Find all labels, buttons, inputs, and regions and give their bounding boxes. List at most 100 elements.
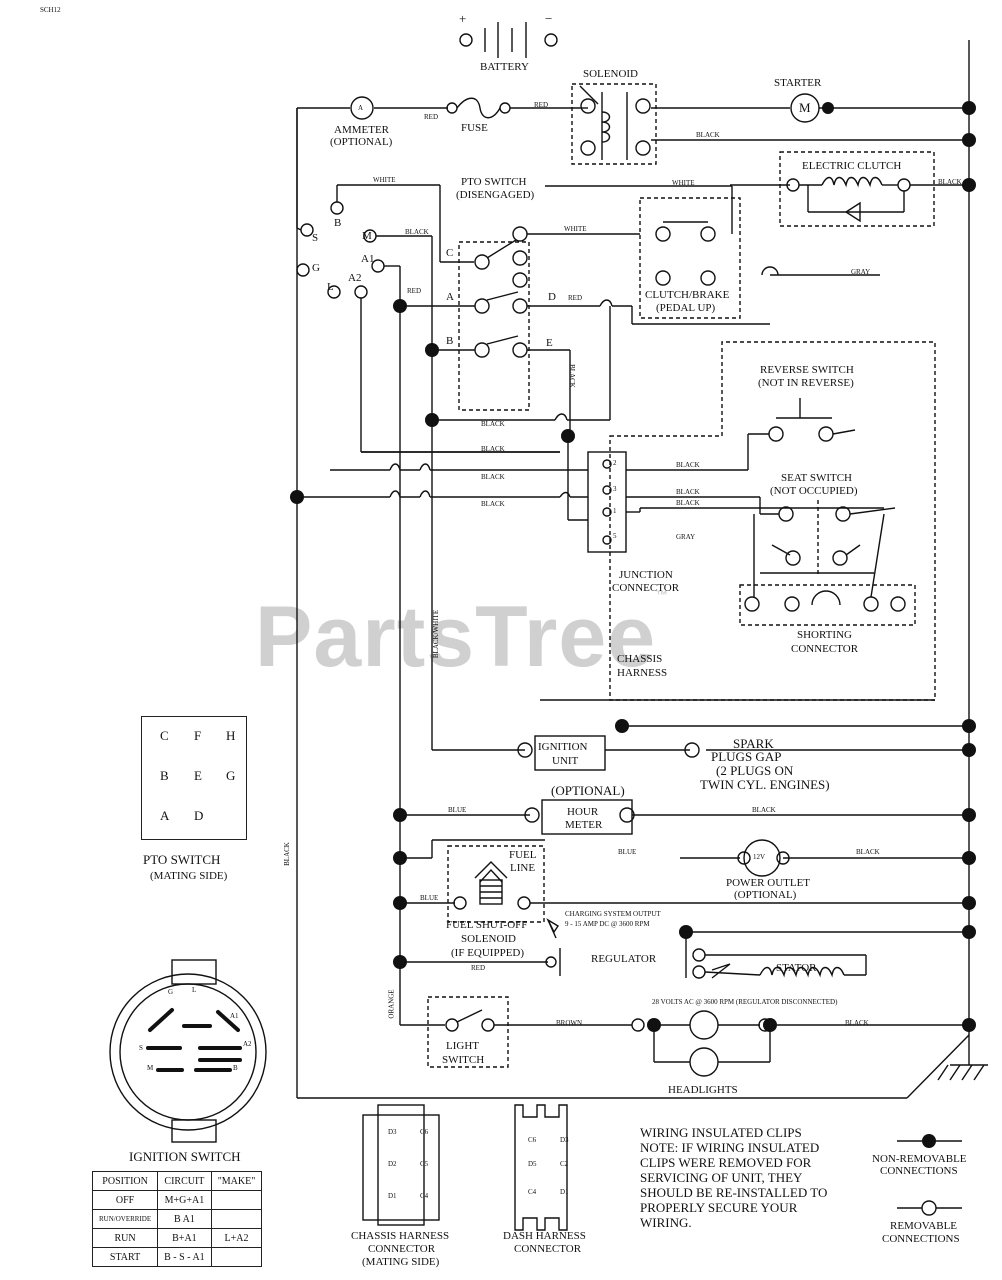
table-cell: M+G+A1	[157, 1190, 212, 1210]
pto-letter-e: E	[546, 337, 553, 349]
battery-label: BATTERY	[480, 61, 529, 73]
dash-pin: D5	[528, 1160, 537, 1168]
table-cell: OFF	[91, 1190, 159, 1210]
clutch-brake-sub: (PEDAL UP)	[656, 302, 716, 314]
reverse-switch-sub: (NOT IN REVERSE)	[758, 377, 854, 389]
pto-mating-connector: C F H B E G A D	[141, 716, 247, 840]
spark-plugs-3: (2 PLUGS ON	[716, 763, 794, 778]
pto-pin-g: G	[226, 768, 236, 783]
charging-2: 9 - 15 AMP DC @ 3600 RPM	[565, 920, 650, 928]
chassis-pin: D3	[388, 1128, 397, 1136]
stator-note: 28 VOLTS AC @ 3600 RPM (REGULATOR DISCON…	[652, 998, 838, 1006]
table-cell	[210, 1247, 263, 1267]
wire-red-1: RED	[424, 113, 438, 121]
dash-pin: D1	[560, 1188, 569, 1196]
wire-blue-3: BLUE	[420, 894, 439, 902]
chassis-pin: D2	[388, 1160, 397, 1168]
spark-plugs-2: PLUGS GAP	[711, 749, 782, 764]
dash-pin: D3	[560, 1136, 569, 1144]
power-outlet-1: POWER OUTLET	[726, 877, 811, 889]
wire-black-8: BLACK	[481, 500, 505, 508]
note-line-5: SHOULD BE RE-INSTALLED TO	[640, 1185, 828, 1200]
battery-minus: −	[545, 11, 553, 26]
wire-black-5: BLACK	[481, 420, 505, 428]
dash-connector-2: CONNECTOR	[514, 1243, 582, 1255]
junction-pin-5: 5	[613, 532, 617, 540]
wire-brown: BROWN	[556, 1019, 583, 1027]
pto-pin-c: C	[160, 728, 169, 743]
wire-black-11: BLACK	[676, 499, 700, 507]
table-header: "MAKE"	[210, 1171, 263, 1191]
pto-letter-c: C	[446, 247, 454, 259]
wire-black-12: BLACK	[752, 806, 776, 814]
table-cell: RUN/OVERRIDE	[91, 1209, 159, 1229]
wire-black-13: BLACK	[856, 848, 880, 856]
table-cell: RUN	[91, 1228, 159, 1248]
wire-black-3: BLACK	[405, 228, 429, 236]
junction-pin-1: 1	[613, 507, 617, 515]
dash-connector-1: DASH HARNESS	[503, 1230, 586, 1242]
regulator-label: REGULATOR	[591, 953, 657, 965]
junction-pin-3: 3	[613, 485, 617, 493]
ign-body-l: L	[192, 986, 197, 994]
ignition-unit-1: IGNITION	[538, 741, 588, 753]
table-row: OFF M+G+A1	[91, 1190, 263, 1210]
junction-pin-2: 2	[613, 459, 617, 467]
ign-term-g: G	[312, 262, 320, 274]
junction-connector-1: JUNCTION	[619, 569, 673, 581]
fuel-line-1: FUEL	[509, 849, 537, 861]
note-line-6: PROPERLY SECURE YOUR	[640, 1200, 798, 1215]
wire-red-4: RED	[568, 294, 582, 302]
solenoid-label: SOLENOID	[583, 68, 638, 80]
pto-letter-b: B	[446, 335, 454, 347]
seat-switch-label: SEAT SWITCH	[781, 472, 852, 484]
spark-plugs-1: SPARK	[733, 736, 774, 751]
table-cell: START	[91, 1247, 159, 1267]
fuel-solenoid-2: SOLENOID	[461, 933, 516, 945]
chassis-pin: C5	[420, 1160, 429, 1168]
light-switch-1: LIGHT	[446, 1040, 479, 1052]
table-header: CIRCUIT	[157, 1171, 212, 1191]
chassis-connector-3: (MATING SIDE)	[362, 1256, 440, 1268]
ign-term-a2: A2	[348, 272, 362, 284]
hour-meter-1: HOUR	[567, 806, 599, 818]
power-outlet-symbol: 12V	[753, 853, 766, 861]
table-cell: B+A1	[157, 1228, 212, 1248]
pto-letter-a: A	[446, 291, 454, 303]
ignition-switch-table: POSITION CIRCUIT "MAKE" OFF M+G+A1 RUN/O…	[91, 1171, 263, 1267]
headlights-label: HEADLIGHTS	[668, 1084, 738, 1096]
legend-nonremovable-2: CONNECTIONS	[880, 1165, 958, 1177]
pto-switch-label: PTO SWITCH	[461, 176, 527, 188]
wire-black-4: BLACK	[567, 364, 576, 388]
shorting-connector-1: SHORTING	[797, 629, 852, 641]
wire-black-15: BLACK	[282, 842, 291, 866]
dash-pin: C6	[528, 1136, 537, 1144]
wire-gray-2: GRAY	[676, 533, 696, 541]
wire-red-2: RED	[534, 101, 548, 109]
legend-removable-2: CONNECTIONS	[882, 1233, 960, 1245]
wire-black-6: BLACK	[481, 445, 505, 453]
pto-pin-e: E	[194, 768, 202, 783]
electric-clutch-label: ELECTRIC CLUTCH	[802, 160, 902, 172]
wire-orange: ORANGE	[387, 989, 396, 1019]
note-line-7: WIRING.	[640, 1215, 692, 1230]
corner-code: SCH12	[40, 6, 61, 14]
chassis-connector-2: CONNECTOR	[368, 1243, 436, 1255]
pto-pin-b: B	[160, 768, 169, 783]
ign-body-s: S	[139, 1044, 143, 1052]
stator-label: STATOR	[776, 962, 817, 974]
note-line-1: WIRING INSULATED CLIPS	[640, 1125, 802, 1140]
hour-meter-opt: (OPTIONAL)	[551, 783, 625, 798]
wire-red-5: RED	[471, 964, 485, 972]
wire-white-2: WHITE	[672, 179, 695, 187]
pto-switch-sub: (DISENGAGED)	[456, 189, 535, 201]
note-line-2: NOTE: IF WIRING INSULATED	[640, 1140, 820, 1155]
wire-black-7: BLACK	[481, 473, 505, 481]
fuel-solenoid-1: FUEL SHUT-OFF	[446, 919, 528, 931]
battery-symbol	[459, 22, 558, 58]
ammeter-label: AMMETER	[334, 124, 389, 136]
power-outlet-2: (OPTIONAL)	[734, 889, 797, 901]
ign-body-g: G	[168, 988, 174, 996]
ign-term-b: B	[334, 217, 342, 229]
